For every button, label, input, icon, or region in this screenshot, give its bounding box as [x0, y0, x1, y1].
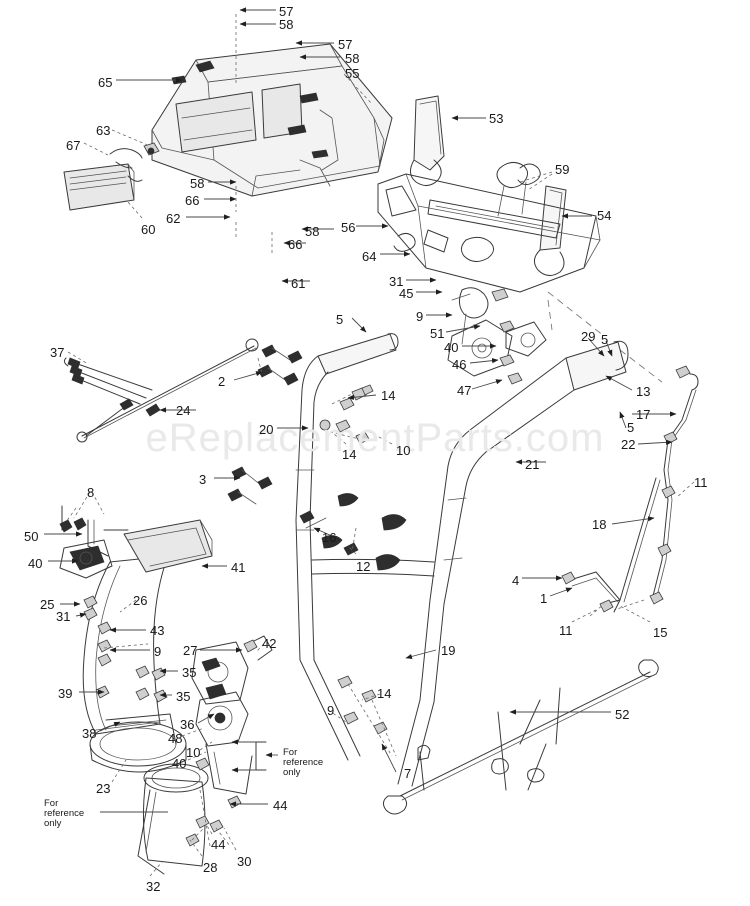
handlebar-assembly [295, 333, 629, 787]
callout-16: 16 [322, 530, 337, 545]
callout-57: 57 [338, 37, 353, 52]
callout-40: 40 [28, 556, 43, 571]
callout-5: 5 [627, 420, 635, 435]
callout-56: 56 [341, 220, 356, 235]
callout-58: 58 [190, 176, 205, 191]
callout-44: 44 [211, 837, 226, 852]
callout-48: 48 [168, 731, 183, 746]
callout-40: 40 [172, 756, 187, 771]
callout-66: 66 [185, 193, 200, 208]
callout-10: 10 [186, 745, 201, 760]
callout-46: 46 [452, 357, 467, 372]
callout-26: 26 [133, 593, 148, 608]
callout-57: 57 [279, 4, 294, 19]
callout-3: 3 [199, 472, 207, 487]
callout-32: 32 [146, 879, 161, 894]
upper-frame-assembly [377, 95, 663, 383]
callout-62: 62 [166, 211, 181, 226]
rod-group-37 [63, 338, 259, 443]
callout-44: 44 [273, 798, 288, 813]
callout-8: 8 [87, 485, 95, 500]
callout-14: 14 [377, 686, 392, 701]
callout-53: 53 [489, 111, 504, 126]
callout-13: 13 [636, 384, 651, 399]
callout-28: 28 [203, 860, 218, 875]
callout-35: 35 [182, 665, 197, 680]
callout-31: 31 [56, 609, 71, 624]
callout-21: 21 [525, 457, 540, 472]
callout-39: 39 [58, 686, 73, 701]
callout-17: 17 [636, 407, 651, 422]
callout-18: 18 [592, 517, 607, 532]
callout-19: 19 [441, 643, 456, 658]
callout-45: 45 [399, 286, 414, 301]
callout-67: 67 [66, 138, 81, 153]
callout-36: 36 [180, 717, 195, 732]
callout-5: 5 [336, 312, 344, 327]
callout-31: 31 [389, 274, 404, 289]
callout-47: 47 [457, 383, 472, 398]
right-rod-group [561, 365, 699, 617]
callout-27: 27 [183, 643, 198, 658]
callout-58: 58 [279, 17, 294, 32]
callout-23: 23 [96, 781, 111, 796]
callout-42: 42 [262, 636, 277, 651]
callout-29: 29 [581, 329, 596, 344]
callout-11: 11 [694, 475, 708, 490]
callout-9: 9 [154, 644, 162, 659]
callout-4: 4 [512, 573, 520, 588]
callout-65: 65 [98, 75, 113, 90]
callout-59: 59 [555, 162, 570, 177]
callout-61: 61 [291, 276, 306, 291]
callout-40: 40 [444, 340, 459, 355]
ref-note-center: For reference only [283, 747, 324, 778]
callout-14: 14 [342, 447, 357, 462]
callout-22: 22 [621, 437, 636, 452]
callout-12: 12 [356, 559, 371, 574]
callout-41: 41 [231, 560, 246, 575]
callout-2: 2 [218, 374, 226, 389]
callout-66: 66 [288, 237, 303, 252]
leader-lines [44, 7, 695, 877]
callout-50: 50 [24, 529, 39, 544]
mid-bracket-assembly [447, 287, 547, 385]
callout-64: 64 [362, 249, 377, 264]
callout-20: 20 [259, 422, 274, 437]
callout-10: 10 [396, 443, 411, 458]
small-panel-group [63, 142, 160, 211]
callout-51: 51 [430, 326, 445, 341]
callout-11: 11 [559, 623, 573, 638]
callout-35: 35 [176, 689, 191, 704]
callout-1: 1 [540, 591, 548, 606]
callout-15: 15 [653, 625, 668, 640]
callout-9: 9 [327, 703, 335, 718]
callout-55: 55 [345, 66, 360, 81]
ref-note-left: For reference only [44, 798, 85, 829]
cable-assembly-52 [382, 659, 659, 815]
hardware-cluster-3 [227, 466, 273, 505]
callout-38: 38 [82, 726, 97, 741]
callout-25: 25 [40, 597, 55, 612]
callout-14: 14 [381, 388, 396, 403]
callout-7: 7 [404, 766, 412, 781]
callout-63: 63 [96, 123, 111, 138]
callout-52: 52 [615, 707, 630, 722]
hood-assembly [151, 43, 393, 197]
callout-43: 43 [150, 623, 165, 638]
callout-58: 58 [345, 51, 360, 66]
callout-60: 60 [141, 222, 156, 237]
callout-24: 24 [176, 403, 191, 418]
callout-58: 58 [305, 224, 320, 239]
callout-37: 37 [50, 345, 65, 360]
callout-30: 30 [237, 854, 252, 869]
callout-5: 5 [601, 332, 609, 347]
callout-9: 9 [416, 309, 424, 324]
callout-54: 54 [597, 208, 612, 223]
hardware-cluster-2 [257, 344, 303, 386]
